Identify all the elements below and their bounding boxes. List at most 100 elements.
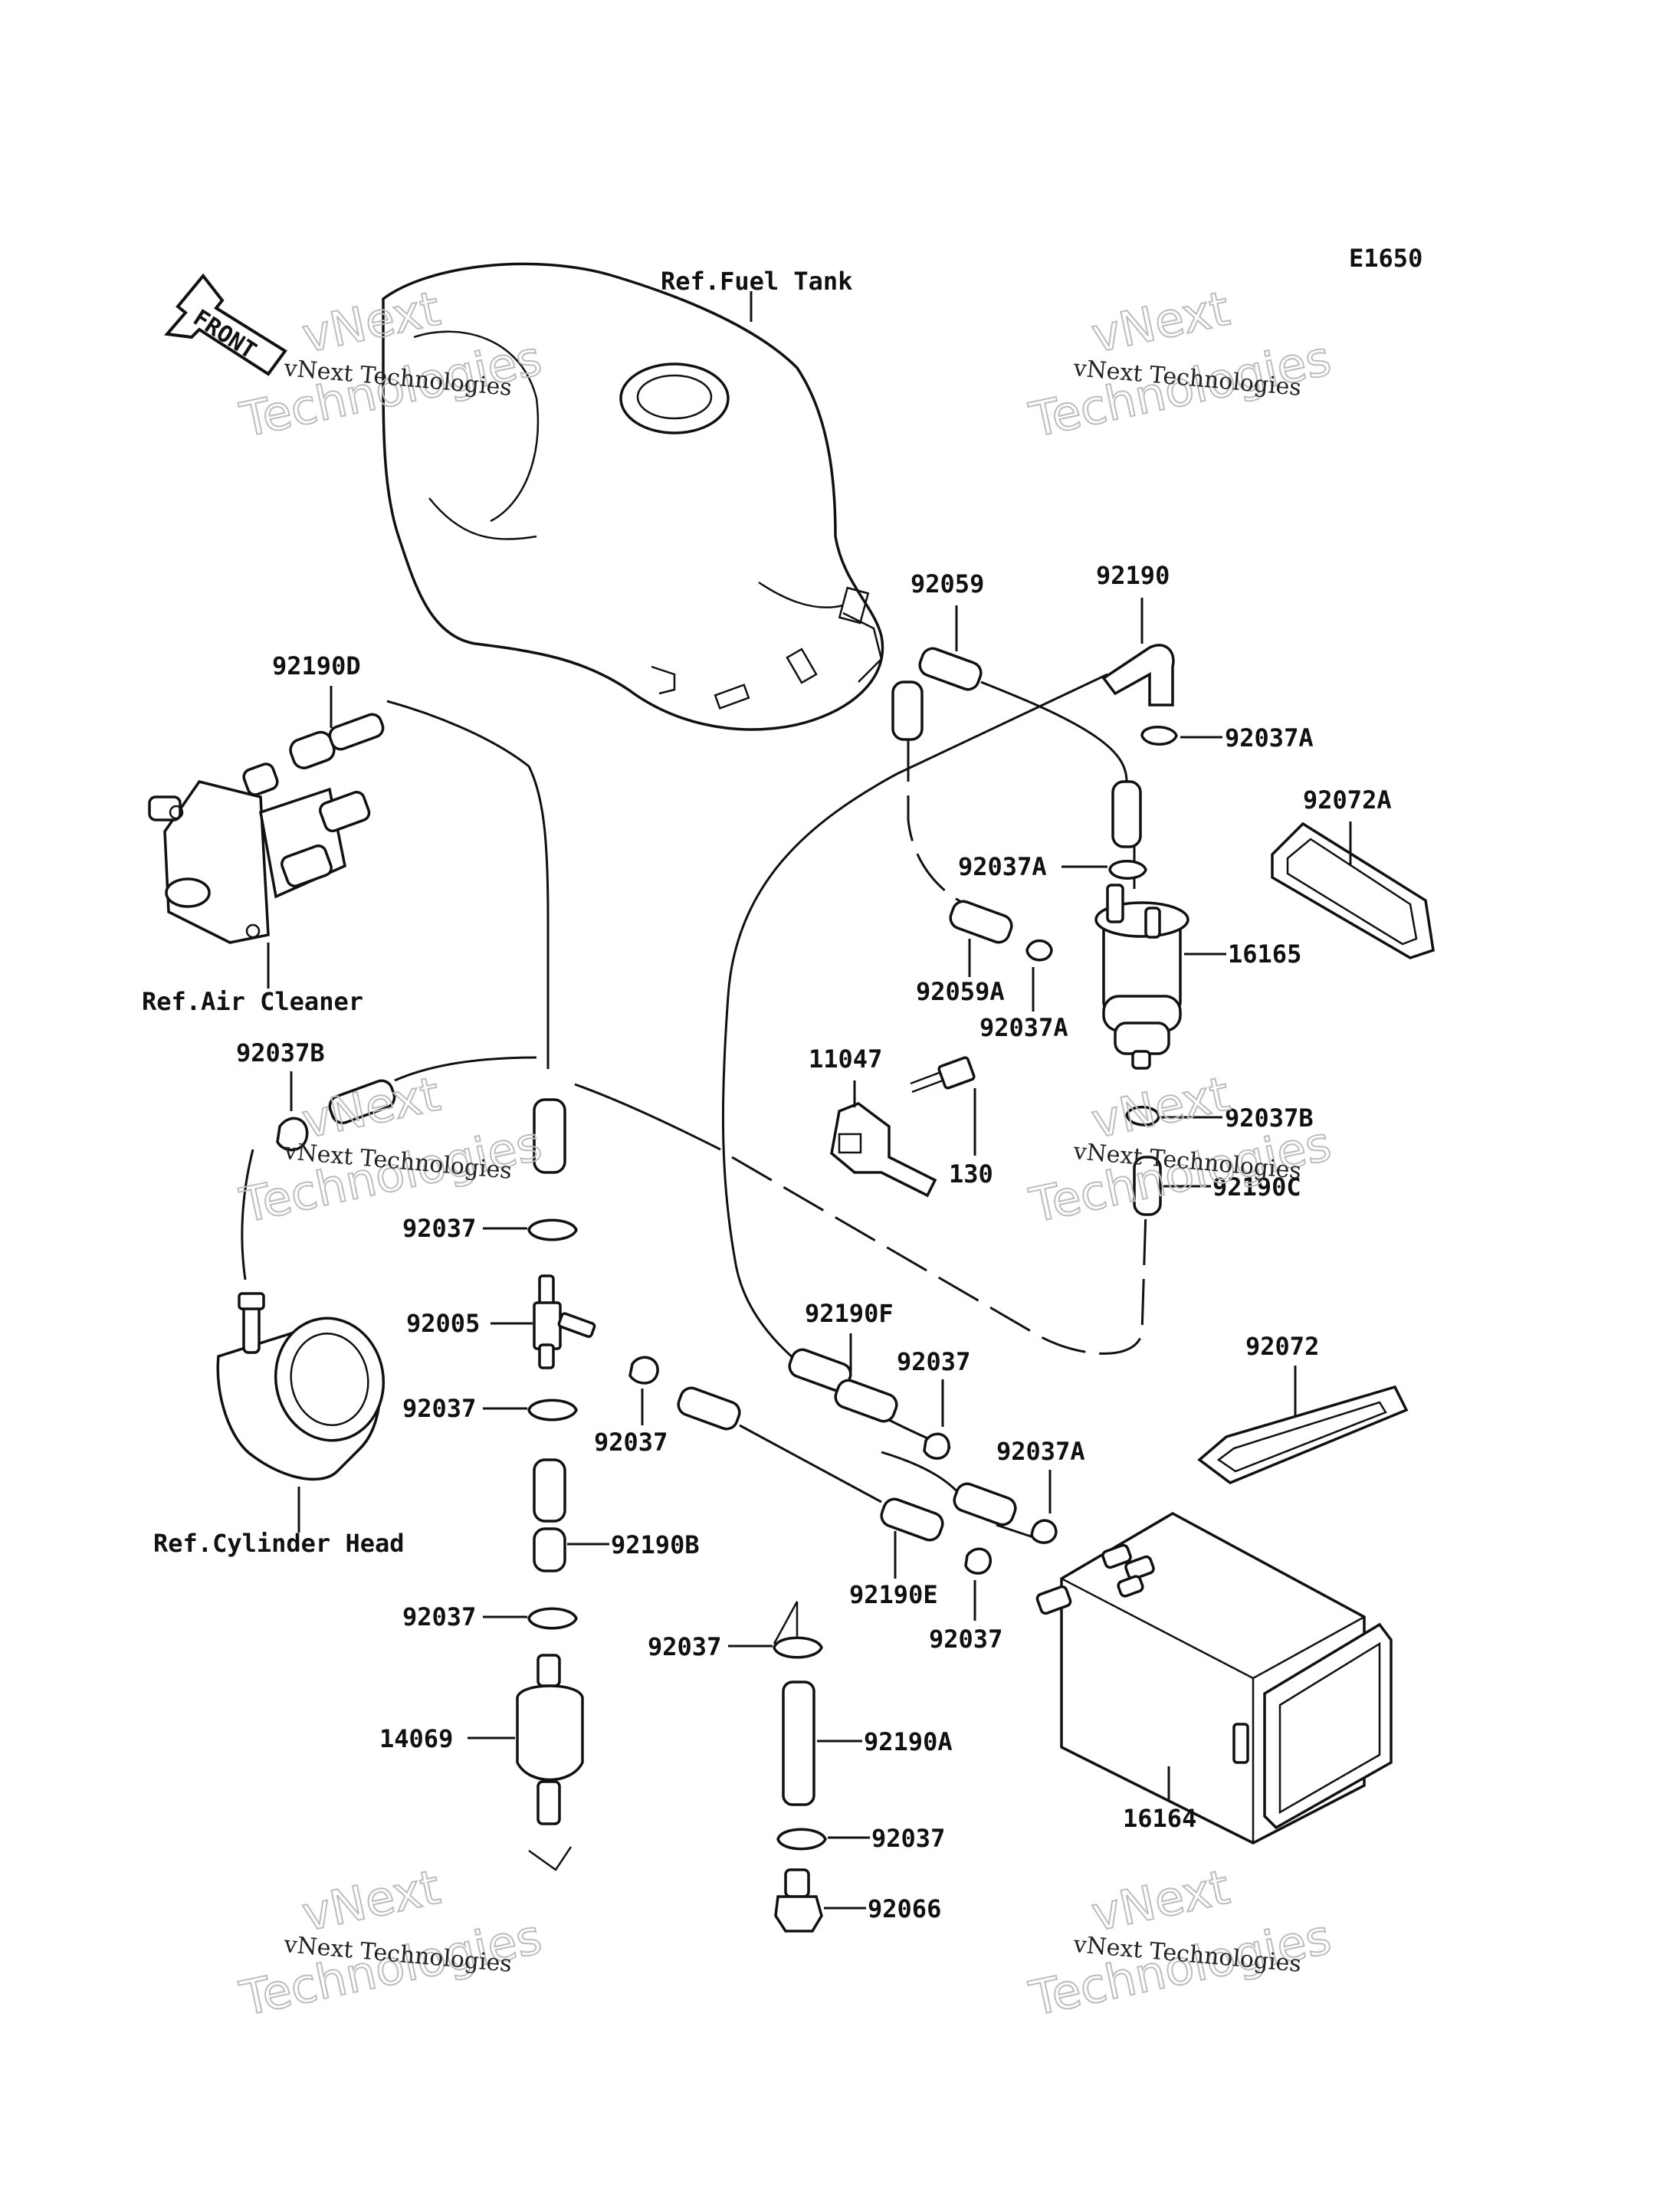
svg-text:vNext: vNext <box>297 1859 445 1943</box>
svg-text:vNext: vNext <box>1087 1859 1234 1943</box>
label-92037-8: 92037 <box>871 1824 945 1853</box>
label-92037-6: 92037 <box>402 1602 476 1631</box>
front-arrow-icon: FRONT <box>164 273 287 376</box>
svg-text:vNext: vNext <box>1087 280 1234 364</box>
hose-route-b <box>574 1083 721 1151</box>
label-92037-2: 92037 <box>402 1394 476 1423</box>
label-92037-3: 92037 <box>594 1428 668 1457</box>
label-16165: 16165 <box>1228 939 1301 969</box>
hose-92190D <box>289 713 385 769</box>
label-92072: 92072 <box>1245 1332 1319 1361</box>
hose-route-d <box>241 1149 254 1280</box>
fuel-filter-16165 <box>1094 884 1189 1070</box>
clamp-92037-3 <box>628 1356 659 1385</box>
ref-air-cleaner-label: Ref.Air Cleaner <box>142 987 363 1016</box>
label-92037-7: 92037 <box>648 1632 721 1661</box>
strap-92072A <box>1271 821 1435 959</box>
label-92037A-4: 92037A <box>996 1437 1085 1466</box>
clamp-92037-7 <box>773 1636 823 1659</box>
clamp-92037-5 <box>964 1547 992 1575</box>
hose-route-g <box>907 736 966 906</box>
label-92037A-2: 92037A <box>958 852 1047 881</box>
inline-filter-14069 <box>516 1654 584 1871</box>
hose-92190B-upper <box>533 1458 566 1523</box>
label-92190E: 92190E <box>849 1580 938 1609</box>
label-14069: 14069 <box>379 1724 453 1753</box>
hose-route-a <box>386 700 550 1069</box>
label-92037-4: 92037 <box>897 1347 970 1376</box>
clamp-92037B-right <box>1125 1105 1160 1126</box>
label-92005: 92005 <box>406 1309 480 1338</box>
label-92066: 92066 <box>868 1894 941 1923</box>
strap-92072 <box>1197 1385 1409 1484</box>
hose-route-k <box>881 1451 967 1503</box>
label-92059: 92059 <box>911 569 984 598</box>
clamp-92037-1 <box>527 1218 578 1241</box>
label-92190C: 92190C <box>1212 1172 1301 1202</box>
clamp-92037A-4 <box>1030 1519 1058 1544</box>
clamp-92037A-low <box>1025 939 1053 962</box>
label-92190B: 92190B <box>611 1530 700 1559</box>
hose-route-j <box>739 1424 882 1503</box>
hose-92190C <box>1133 1156 1162 1216</box>
bolt-130 <box>910 1056 976 1094</box>
svg-text:vNext: vNext <box>297 1066 445 1149</box>
label-130: 130 <box>949 1159 993 1189</box>
canister-16164 <box>1035 1511 1393 1844</box>
hose-92037B-left <box>328 1079 396 1125</box>
watermark-mid-right: vNext Technologies vNext Technologies <box>1024 1065 1337 1235</box>
hose-92190F-b <box>834 1379 898 1423</box>
label-92037-1: 92037 <box>402 1214 476 1243</box>
fitting-92066 <box>774 1868 823 1933</box>
watermark-bottom-right: vNext Technologies vNext Technologies <box>1024 1858 1337 2028</box>
label-92037-5: 92037 <box>929 1625 1002 1654</box>
hose-route-f <box>721 673 1108 1450</box>
hose-92190E-right <box>953 1482 1017 1526</box>
hose-92190 <box>1101 644 1175 707</box>
clamp-92037-6 <box>527 1607 578 1630</box>
hose-92190E <box>880 1497 944 1542</box>
hose-92059 <box>918 647 983 691</box>
bracket-11047 <box>830 1102 937 1198</box>
label-92190D: 92190D <box>272 651 361 680</box>
diagram-code: E1650 <box>1349 244 1422 273</box>
hose-route-e <box>394 1056 537 1082</box>
label-92072A: 92072A <box>1303 785 1392 815</box>
fuel-tank <box>382 262 884 731</box>
hose-filter-inlet <box>1111 780 1142 848</box>
t-joint-92005 <box>533 1274 596 1369</box>
clamp-92037B-left <box>276 1117 309 1152</box>
hose-92059A <box>949 900 1013 944</box>
hose-92190A <box>782 1681 815 1806</box>
hose-route-h <box>980 680 1128 782</box>
label-16164: 16164 <box>1123 1804 1196 1833</box>
clamp-92037-8 <box>776 1828 827 1851</box>
hose-tank-outlet <box>891 680 924 741</box>
clamp-92037-4 <box>923 1432 950 1460</box>
cylinder-head-intake <box>216 1292 386 1481</box>
label-92190: 92190 <box>1096 561 1170 590</box>
label-92037B-1: 92037B <box>236 1038 325 1067</box>
hose-upper-center <box>533 1098 566 1174</box>
ref-cylinder-head-label: Ref.Cylinder Head <box>153 1529 405 1558</box>
label-92190A: 92190A <box>864 1727 953 1756</box>
label-92037A-3: 92037A <box>979 1013 1068 1042</box>
label-92059A: 92059A <box>916 977 1005 1006</box>
fuel-cock-assembly <box>148 762 371 944</box>
hose-route-c <box>731 1156 1147 1355</box>
clamp-92037A-top <box>1140 726 1178 746</box>
label-11047: 11047 <box>809 1044 882 1074</box>
hose-center-diag <box>677 1386 741 1431</box>
svg-text:vNext: vNext <box>1087 1066 1234 1149</box>
clamp-92037-2 <box>527 1399 578 1421</box>
label-92037B-2: 92037B <box>1225 1103 1314 1133</box>
watermark-top-right: vNext Technologies vNext Technologies <box>1024 280 1337 449</box>
watermark-bottom-left: vNext Technologies vNext Technologies <box>235 1858 547 2028</box>
hose-route-m <box>773 1601 799 1644</box>
hose-92190B-lower <box>533 1527 566 1572</box>
watermark-mid-left: vNext Technologies vNext Technologies <box>235 1065 547 1235</box>
label-92037A-1: 92037A <box>1225 723 1314 753</box>
label-92190F: 92190F <box>805 1299 894 1328</box>
ref-fuel-tank-label: Ref.Fuel Tank <box>661 267 852 296</box>
